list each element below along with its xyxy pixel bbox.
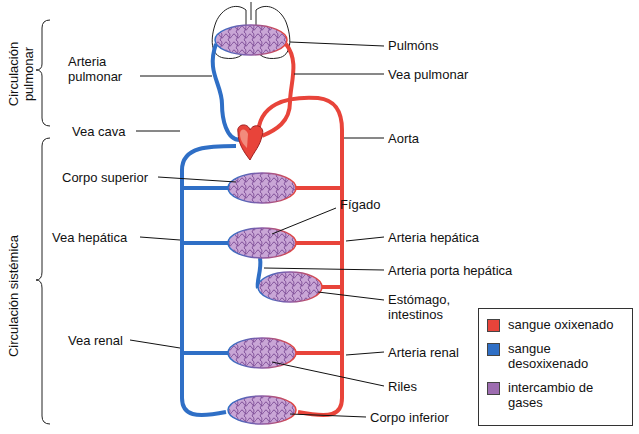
bracket	[36, 20, 50, 424]
part-label: Fígado	[340, 197, 380, 212]
part-label: Arteria porta hepática	[388, 263, 512, 278]
part-label: Vea pulmonar	[388, 67, 468, 82]
part-label: Riles	[388, 379, 417, 394]
legend-row: sangue desoxixenado	[487, 341, 626, 371]
legend-box: sangue oxixenado sangue desoxixenado inter…	[478, 308, 633, 426]
legend-row: intercambio de gases	[487, 380, 626, 410]
legend-row: sangue oxixenado	[487, 317, 626, 332]
leader-line	[130, 42, 384, 417]
section-label: Circulación pulmonar	[6, 24, 36, 124]
part-label: Vea renal	[68, 333, 123, 348]
part-label: Vea hepática	[52, 230, 127, 245]
legend-swatch	[487, 319, 500, 332]
capillary-bed	[215, 25, 322, 424]
part-label: Arteria pulmonar	[68, 54, 144, 84]
section-label: Circulación sistémica	[6, 196, 21, 396]
part-label: Aorta	[388, 131, 419, 146]
part-label: Corpo inferior	[370, 410, 449, 425]
heart	[238, 125, 263, 160]
legend-text: intercambio de gases	[508, 380, 626, 410]
lungs-outline	[212, 2, 290, 59]
part-label: Corpo superior	[62, 170, 148, 185]
legend-swatch	[487, 382, 500, 395]
part-label: Arteria hepática	[388, 230, 479, 245]
part-label: Estómago, intestinos	[388, 292, 472, 322]
part-label: Vea cava	[72, 124, 126, 139]
legend-text: sangue desoxixenado	[508, 341, 626, 371]
part-label: Pulmóns	[388, 38, 439, 53]
part-label: Arteria renal	[388, 345, 459, 360]
legend-swatch	[487, 343, 500, 356]
legend-text: sangue oxixenado	[508, 317, 626, 332]
